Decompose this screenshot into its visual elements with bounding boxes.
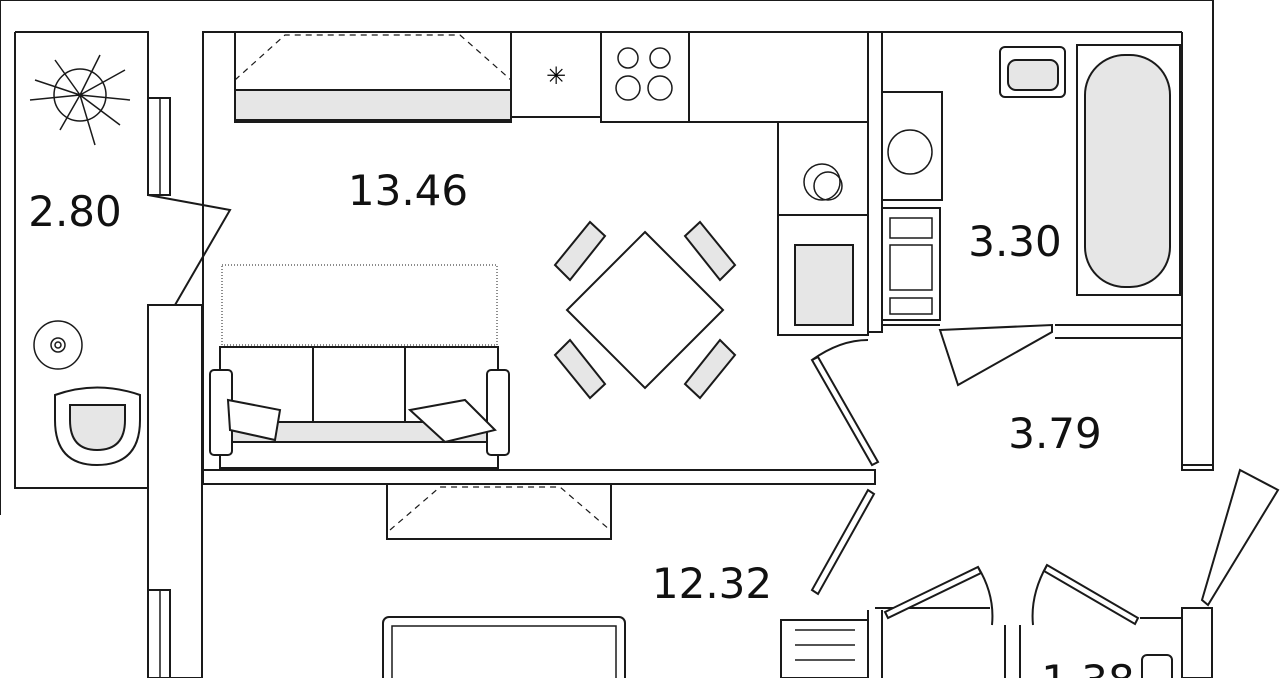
bathroom-fixtures bbox=[881, 44, 1181, 321]
wc-basin-icon bbox=[1141, 654, 1173, 678]
radiator-icon bbox=[780, 619, 869, 678]
partition-wall bbox=[202, 469, 876, 485]
bedroom-area-label: 12.32 bbox=[652, 559, 772, 608]
snowflake-icon: ✳ bbox=[546, 62, 566, 90]
balcony-area-label: 2.80 bbox=[28, 187, 122, 236]
kitchen-living-area-label: 13.46 bbox=[348, 166, 468, 215]
dining-table-icon bbox=[553, 220, 737, 400]
bedroom-furniture bbox=[382, 483, 1173, 678]
wc-area-label: 1.38 bbox=[1041, 656, 1135, 678]
washing-machine-icon bbox=[881, 91, 943, 201]
plant-icon bbox=[29, 54, 131, 146]
balcony-window bbox=[147, 97, 171, 196]
wardrobe bbox=[386, 483, 612, 540]
bathroom-area-label: 3.30 bbox=[968, 217, 1062, 266]
fridge bbox=[510, 31, 602, 118]
dishwasher-icon bbox=[777, 121, 869, 216]
hallway-area-label: 3.79 bbox=[1008, 409, 1102, 458]
cabinet bbox=[881, 207, 941, 321]
bathroom-wall bbox=[867, 31, 883, 333]
bedroom-window bbox=[147, 589, 171, 678]
sofa-icon bbox=[209, 346, 510, 469]
rug bbox=[221, 264, 498, 346]
bed-icon bbox=[382, 616, 626, 678]
doors bbox=[810, 323, 1280, 626]
stove-icon bbox=[600, 31, 690, 123]
side-table-icon bbox=[33, 320, 83, 370]
armchair-icon bbox=[54, 386, 141, 467]
kitchen-cabinets: ✳ bbox=[234, 31, 869, 336]
